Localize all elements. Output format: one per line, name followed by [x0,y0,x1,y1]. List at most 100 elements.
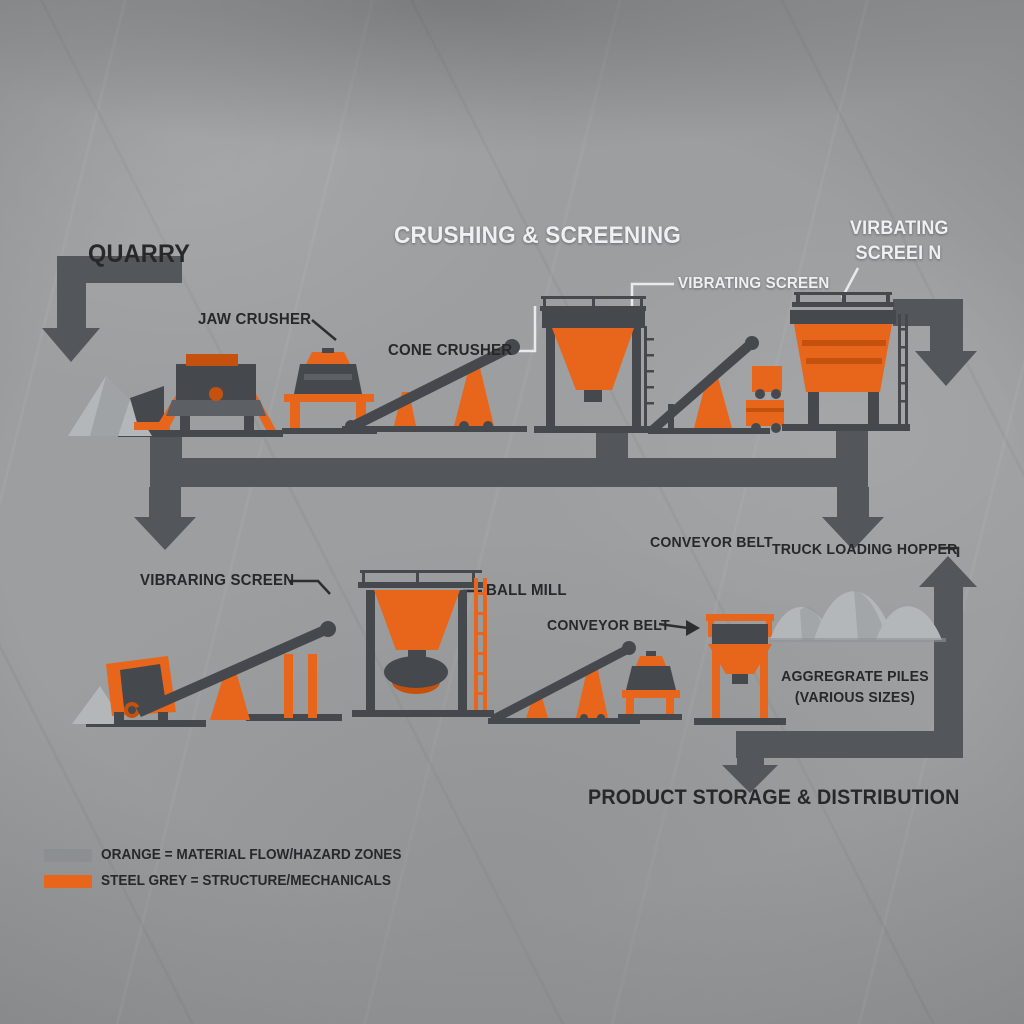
truck-loading-hopper-label: TRUCK LOADING HOPPER [772,541,958,558]
jaw-crusher-label: JAW CRUSHER [198,311,312,328]
aggregate-piles-label-line2: (VARIOUS SIZES) [794,689,915,706]
flywheel-icon [209,387,223,401]
legend-orange-label: ORANGE = MATERIAL FLOW/HAZARD ZONES [101,847,402,863]
wheel-icon [483,421,493,431]
machine-ball-mill [352,570,494,717]
support-truss [526,694,548,718]
machine-inclined-conveyor-top [342,339,527,433]
machine-vibrating-screen-conveyor-bottom [72,621,342,727]
bin [746,400,784,426]
machine-cone-crusher-bottom [618,651,682,720]
base-line [342,426,527,432]
leg [760,644,768,718]
discharge-chute [408,650,426,660]
leader-vibrating-screen-bottom [290,579,331,595]
vibrating-screen-top-label: VIBRATING SCREEN [678,275,830,292]
machine-quarry-jaw-crusher [68,354,283,437]
leader-conveyor-bottom [658,622,689,630]
leg [868,392,879,424]
base-line [534,426,654,433]
leader-conveyor-arrowhead-icon [686,620,700,636]
leg [458,590,467,710]
crushing-screening-title: CRUSHING & SCREENING [394,222,682,249]
machine-vibrating-screen-hopper [534,296,654,433]
ladder [644,326,647,426]
leg [158,712,168,724]
conveyor-belt [136,624,331,717]
base-line [352,710,494,717]
flow-arrow-middle-right-down-icon [822,487,884,550]
support-truss [210,668,250,720]
conveyor-belt-right-label: CONVEYOR BELT [650,534,773,551]
wheel-icon [580,714,588,722]
wheel-icon [755,389,765,399]
vibrating-screen-right-label-line2: SCREEI N [855,243,942,264]
base-line [86,720,206,727]
discharge-chute [584,390,602,402]
feed-bowl [636,656,666,666]
hopper [374,590,460,650]
base-line [282,428,377,434]
platform [622,690,680,698]
legend-row-orange: ORANGE = MATERIAL FLOW/HAZARD ZONES [44,843,421,867]
hopper [708,644,772,674]
vibrating-screen-right-label-line1: VIRBATING [850,218,949,239]
leg [114,712,124,724]
pile [876,606,942,640]
flow-bar-middle [150,428,868,487]
ladder [898,314,901,424]
screen-deck [790,310,896,324]
legend-steel-grey-label: STEEL GREY = STRUCTURE/MECHANICALS [101,873,391,889]
leader-vibrating-screen-top [630,282,674,306]
base-line [782,424,910,431]
conveyor-belt-bottom-label: CONVEYOR BELT [547,617,670,634]
conveyor-belt [650,338,756,433]
quarry-title: QUARRY [88,240,191,268]
wheel-icon [771,423,781,433]
flow-arrows [42,256,977,793]
head-pulley-icon [745,336,759,350]
aggregate-piles-label: AGGREGRATE PILES (VARIOUS SIZES) [776,666,934,708]
machine-conveyor-structure-top [648,336,784,434]
support-leg [284,654,293,718]
mill-drum [384,656,448,688]
crusher-body [626,666,676,690]
railing [358,582,484,588]
flow-arrow-top-right-down-icon [893,299,977,386]
leg [712,644,720,718]
wheel-icon [459,421,469,431]
machine-cone-crusher [282,348,377,434]
screen-box [712,624,768,644]
aggregate-piles-label-line1: AGGREGRATE PILES [781,668,929,685]
cone-crusher-label: CONE CRUSHER [388,342,513,359]
flow-arrow-quarry-down-icon [42,256,182,362]
vibrating-screen-bottom-label: VIBRARING SCREEN [140,572,295,589]
head-pulley-icon [320,621,336,637]
support-truss [576,666,608,718]
legend-row-steel-grey: STEEL GREY = STRUCTURE/MECHANICALS [44,869,421,893]
wheel-icon [771,389,781,399]
product-storage-title: PRODUCT STORAGE & DISTRIBUTION [588,786,960,809]
base-line [694,718,786,725]
leader-truck-hopper [940,546,960,557]
legend-orange-swatch [44,874,92,888]
support-truss [454,364,494,426]
wheel-icon [597,714,605,722]
leg [808,392,819,424]
hopper [552,328,634,390]
leader-cone-crusher [512,306,537,353]
screen-deck [542,311,645,328]
leg [546,328,555,426]
support-leg [308,654,317,718]
head-pulley-icon [504,339,520,355]
base-line [488,718,640,724]
pile [814,591,894,640]
legend-grey-swatch [44,848,92,862]
base-line [618,714,682,720]
ladder [474,578,478,710]
top-frame [706,614,774,621]
conveyor-belt [490,644,632,724]
base-line [118,430,283,437]
